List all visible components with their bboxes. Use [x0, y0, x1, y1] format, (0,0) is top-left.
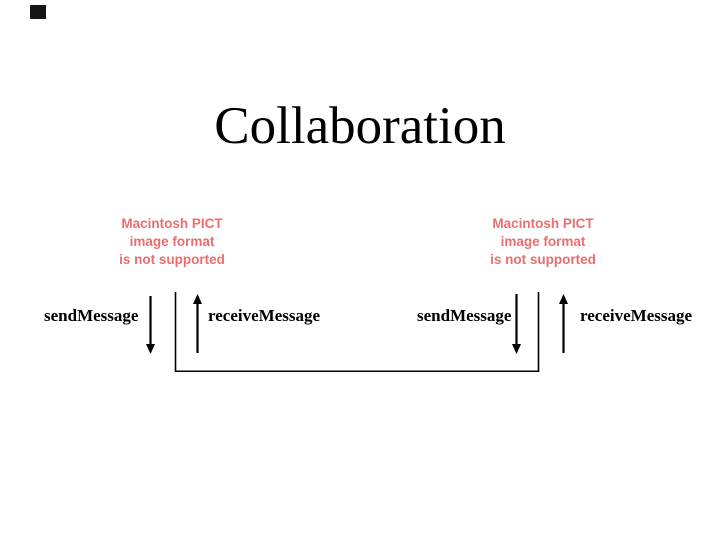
send-message-label-right: sendMessage [417, 306, 512, 325]
receive-arrow-left-icon [193, 294, 202, 353]
pict-placeholder-right: Macintosh PICT image format is not suppo… [443, 215, 643, 269]
pict-placeholder-line: Macintosh PICT [492, 216, 594, 231]
pict-placeholder-line: is not supported [490, 252, 596, 267]
connector-bracket [174, 292, 540, 373]
pict-placeholder-line: Macintosh PICT [121, 216, 223, 231]
pict-placeholder-line: image format [500, 234, 586, 249]
receive-arrow-right-icon [559, 294, 568, 353]
pict-placeholder-line: is not supported [119, 252, 225, 267]
pict-placeholder-left: Macintosh PICT image format is not suppo… [72, 215, 272, 269]
send-arrow-right-icon [512, 294, 521, 354]
corner-mark [30, 5, 46, 19]
slide-title: Collaboration [214, 96, 506, 155]
pict-placeholder-line: image format [129, 234, 215, 249]
receive-message-label-left: receiveMessage [208, 306, 321, 325]
send-message-label-left: sendMessage [44, 306, 139, 325]
receive-message-label-right: receiveMessage [580, 306, 693, 325]
send-arrow-left-icon [146, 296, 155, 354]
